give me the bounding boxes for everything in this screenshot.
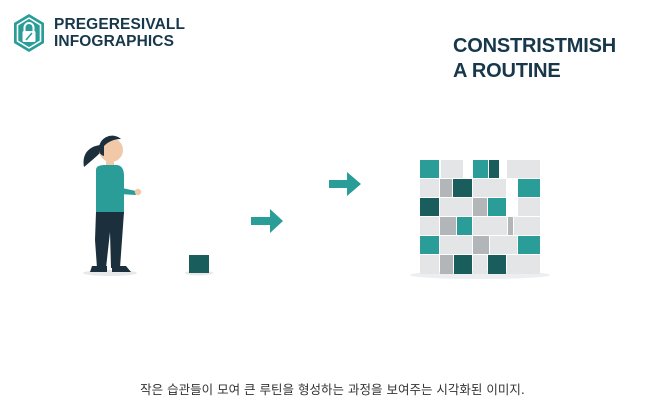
arrow-right-icon [251, 209, 283, 233]
page-title: CONSTRISTMISH A ROUTINE [453, 34, 616, 84]
single-habit-block [185, 255, 213, 276]
page-title-line-2: A ROUTINE [453, 60, 561, 82]
shield-lock-icon [14, 14, 44, 52]
brand-name-line-1: PREGERESIVALL [54, 16, 186, 33]
routine-block-wall [410, 160, 550, 279]
arrow-right-icon [329, 172, 361, 196]
person-illustration [83, 135, 142, 276]
brand-name-line-2: INFOGRAPHICS [54, 33, 175, 50]
page-title-line-1: CONSTRISTMISH [453, 35, 616, 57]
brand-logo: PREGERESIVALL INFOGRAPHICS [12, 13, 185, 53]
image-caption: 작은 습관들이 모여 큰 루틴을 형성하는 과정을 보여주는 시각화된 이미지. [140, 382, 525, 397]
